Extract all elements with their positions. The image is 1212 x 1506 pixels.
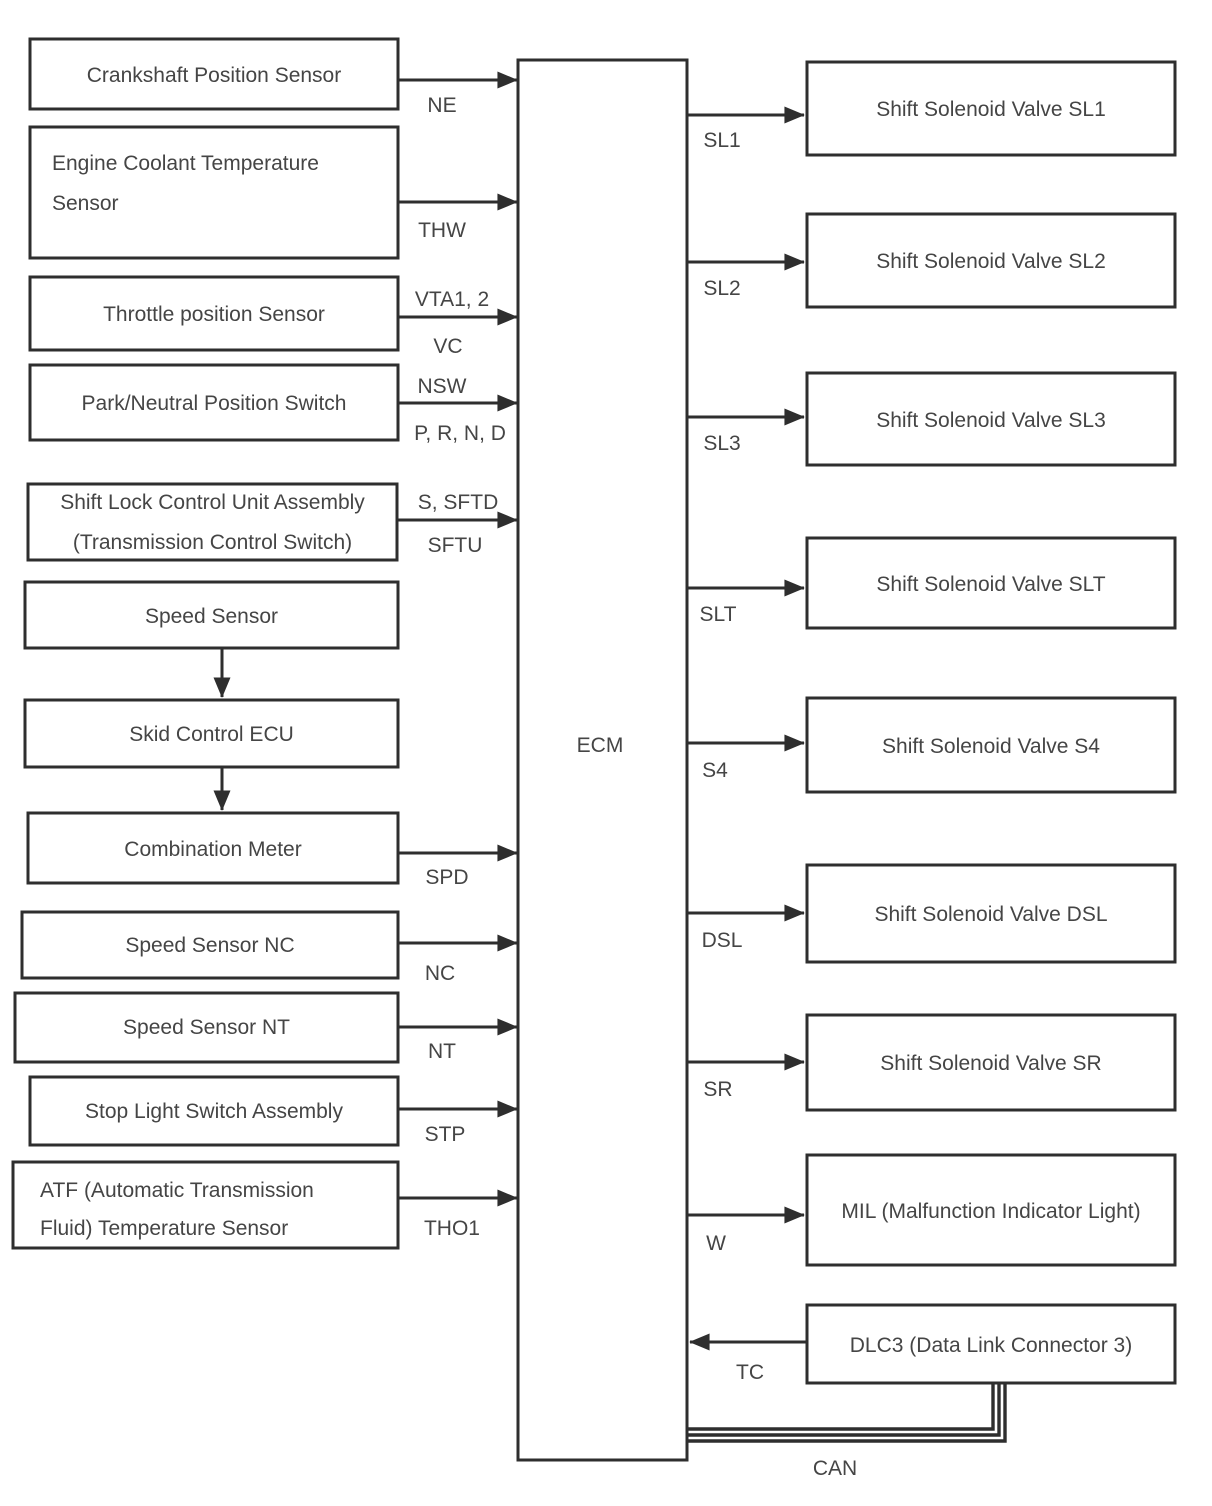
node-shift-lock-control-unit-assembly xyxy=(26,482,399,562)
node-skid-control-ecu-label-line-1: Skid Control ECU xyxy=(129,723,294,746)
node-crankshaft-position-sensor-label-line-1: Crankshaft Position Sensor xyxy=(87,64,341,87)
signal-label-sl2: SL2 xyxy=(703,277,740,300)
node-speed-sensor-label-line-1: Speed Sensor xyxy=(145,605,278,628)
can-bus-line-2 xyxy=(687,1384,1001,1437)
node-ecm xyxy=(516,58,689,1462)
node-atf-temperature-sensor-label-line-1: ATF (Automatic Transmission xyxy=(40,1179,314,1202)
node-shift-lock-control-unit-assembly-label-line-2: (Transmission Control Switch) xyxy=(73,531,352,554)
arrows-layer xyxy=(213,71,807,1351)
node-shift-solenoid-valve-sl2-label-line-1: Shift Solenoid Valve SL2 xyxy=(876,250,1106,273)
node-speed-sensor-nc-label-line-1: Speed Sensor NC xyxy=(125,934,294,957)
node-shift-solenoid-valve-dsl-label-line-1: Shift Solenoid Valve DSL xyxy=(874,903,1107,926)
signal-label-can: CAN xyxy=(813,1457,857,1480)
can-bus-line-3 xyxy=(687,1384,1007,1443)
signal-label-nsw: NSW xyxy=(418,375,467,398)
signal-label-spd: SPD xyxy=(425,866,468,889)
node-skid-control-ecu xyxy=(23,698,400,769)
node-crankshaft-position-sensor xyxy=(28,37,400,111)
node-shift-solenoid-valve-slt xyxy=(805,536,1177,630)
signal-label-thw: THW xyxy=(418,219,466,242)
node-atf-temperature-sensor-label-line-2: Fluid) Temperature Sensor xyxy=(40,1217,288,1240)
node-shift-solenoid-valve-slt-label-line-1: Shift Solenoid Valve SLT xyxy=(876,573,1105,596)
node-combination-meter-label-line-1: Combination Meter xyxy=(124,838,301,861)
signal-label-nt: NT xyxy=(428,1040,456,1063)
node-mil-malfunction-indicator-light-label-line-1: MIL (Malfunction Indicator Light) xyxy=(841,1200,1140,1223)
node-shift-solenoid-valve-sr-label-line-1: Shift Solenoid Valve SR xyxy=(880,1052,1101,1075)
signal-label-w: W xyxy=(706,1232,726,1255)
node-speed-sensor xyxy=(23,580,400,650)
node-atf-temperature-sensor xyxy=(11,1160,400,1250)
node-park-neutral-position-switch-label-line-1: Park/Neutral Position Switch xyxy=(82,392,347,415)
node-shift-solenoid-valve-sl3-label-line-1: Shift Solenoid Valve SL3 xyxy=(876,409,1106,432)
signal-label-p-r-n-d: P, R, N, D xyxy=(414,422,506,445)
signal-label-s4: S4 xyxy=(702,759,728,782)
node-speed-sensor-nc xyxy=(20,910,400,980)
can-bus-line-1 xyxy=(687,1384,995,1431)
node-engine-coolant-temperature-sensor-label-line-2: Sensor xyxy=(52,192,119,215)
node-throttle-position-sensor xyxy=(28,275,400,352)
node-shift-solenoid-valve-sl3 xyxy=(805,371,1177,467)
node-dlc3-data-link-connector-3-label-line-1: DLC3 (Data Link Connector 3) xyxy=(850,1334,1132,1357)
node-mil-malfunction-indicator-light xyxy=(805,1153,1177,1267)
node-shift-lock-control-unit-assembly-label-line-1: Shift Lock Control Unit Assembly xyxy=(60,491,365,514)
node-shift-solenoid-valve-sl1 xyxy=(805,60,1177,157)
node-shift-solenoid-valve-s4 xyxy=(805,696,1177,794)
node-throttle-position-sensor-label-line-1: Throttle position Sensor xyxy=(103,303,325,326)
signal-labels-layer: NE THW VTA1, 2 VC NSW P, R, N, D S, SFTD SFTU SP… xyxy=(414,94,857,1480)
node-combination-meter xyxy=(26,811,400,885)
node-shift-solenoid-valve-sl2 xyxy=(805,212,1177,309)
node-shift-solenoid-valve-s4-label-line-1: Shift Solenoid Valve S4 xyxy=(882,735,1100,758)
node-speed-sensor-nt xyxy=(13,991,400,1064)
node-stop-light-switch-assembly-label-line-1: Stop Light Switch Assembly xyxy=(85,1100,343,1123)
signal-label-stp: STP xyxy=(425,1123,466,1146)
node-dlc3-data-link-connector-3 xyxy=(805,1303,1177,1385)
signal-label-sl3: SL3 xyxy=(703,432,740,455)
signal-label-nc: NC xyxy=(425,962,455,985)
node-shift-solenoid-valve-sl1-label-line-1: Shift Solenoid Valve SL1 xyxy=(876,98,1106,121)
signal-label-dsl: DSL xyxy=(702,929,743,952)
signal-label-vta1-2: VTA1, 2 xyxy=(415,288,489,311)
signal-label-sftu: SFTU xyxy=(428,534,483,557)
signal-label-sr: SR xyxy=(703,1078,732,1101)
node-stop-light-switch-assembly xyxy=(28,1075,400,1147)
signal-label-slt: SLT xyxy=(700,603,737,626)
signal-label-tho1: THO1 xyxy=(424,1217,480,1240)
can-bus-layer xyxy=(687,1384,1007,1443)
signal-label-s-sftd: S, SFTD xyxy=(418,491,499,514)
node-engine-coolant-temperature-sensor xyxy=(28,125,400,260)
signal-label-tc: TC xyxy=(736,1361,764,1384)
node-shift-solenoid-valve-dsl xyxy=(805,863,1177,964)
node-engine-coolant-temperature-sensor-label-line-1: Engine Coolant Temperature xyxy=(52,152,319,175)
node-speed-sensor-nt-label-line-1: Speed Sensor NT xyxy=(123,1016,290,1039)
signal-label-vc: VC xyxy=(433,335,462,358)
signal-label-ne: NE xyxy=(427,94,456,117)
node-ecm-label: ECM xyxy=(577,734,624,757)
node-park-neutral-position-switch xyxy=(28,363,400,442)
node-shift-solenoid-valve-sr xyxy=(805,1013,1177,1112)
signal-label-sl1: SL1 xyxy=(703,129,740,152)
